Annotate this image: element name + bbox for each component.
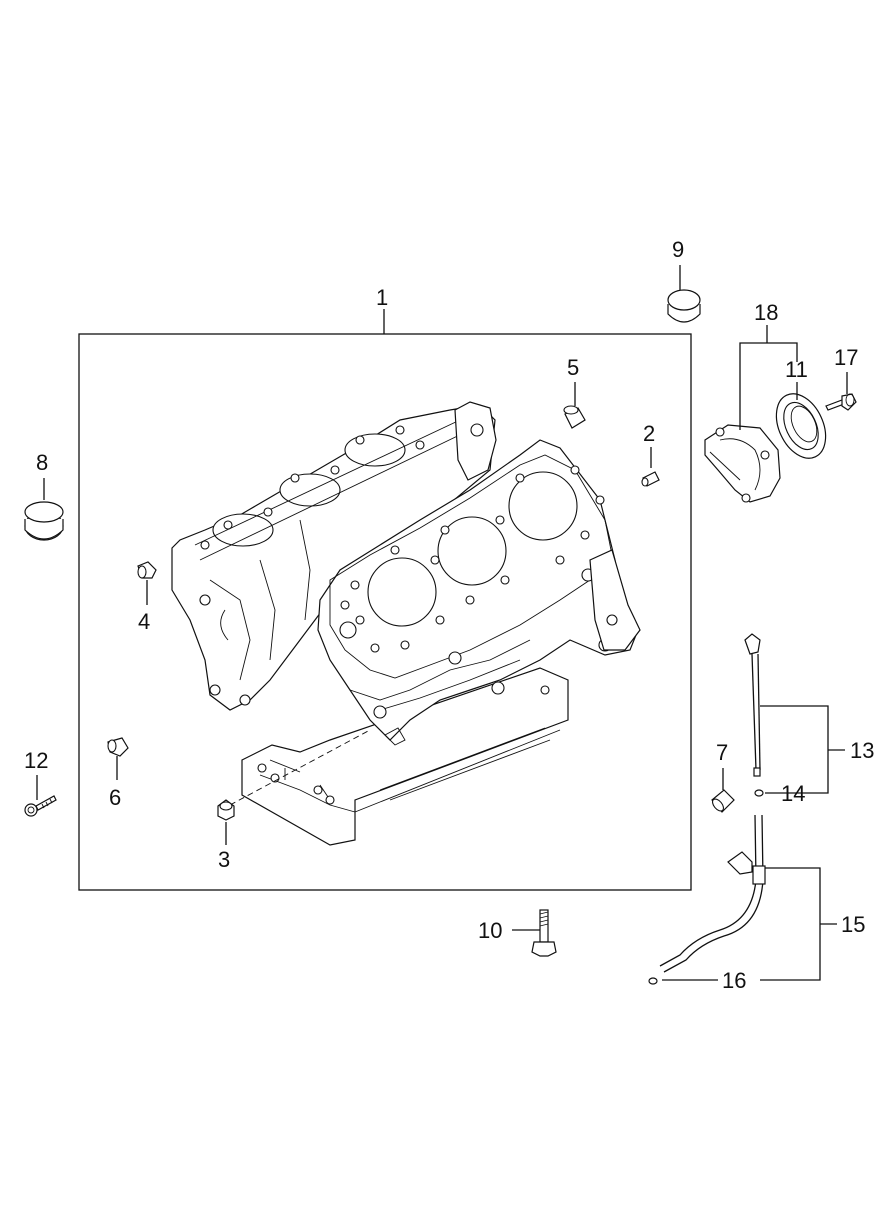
callout-1: 1	[376, 285, 388, 310]
callout-8: 8	[36, 450, 48, 475]
plug-cap-9[interactable]	[667, 289, 701, 323]
dowel-3[interactable]	[217, 799, 235, 821]
plug-6[interactable]	[107, 737, 129, 757]
bolt-10[interactable]	[531, 909, 557, 957]
callout-13: 13	[850, 738, 874, 763]
callout-18: 18	[754, 300, 778, 325]
callout-15: 15	[841, 912, 865, 937]
dowel-pin-2[interactable]	[641, 471, 660, 487]
plug-4[interactable]	[137, 561, 157, 579]
callout-9: 9	[672, 237, 684, 262]
callout-2: 2	[643, 421, 655, 446]
oil-seal-11[interactable]	[767, 386, 836, 466]
o-ring-16[interactable]	[648, 977, 658, 985]
callout-6: 6	[109, 785, 121, 810]
dipstick-13[interactable]	[744, 633, 761, 777]
bolt-12[interactable]	[24, 795, 57, 817]
callout-12: 12	[24, 748, 48, 773]
callout-14: 14	[781, 781, 805, 806]
engine-block-icon[interactable]	[171, 401, 641, 846]
engine-block-frame	[78, 333, 692, 891]
dipstick-guide-tube-15[interactable]	[659, 814, 766, 973]
callout-3: 3	[218, 847, 230, 872]
plug-cap-8[interactable]	[24, 501, 64, 541]
callout-4: 4	[138, 609, 150, 634]
seal-case-18[interactable]	[704, 424, 781, 503]
o-ring-14[interactable]	[754, 789, 764, 797]
callout-17: 17	[834, 345, 858, 370]
callout-7: 7	[716, 740, 728, 765]
callout-16: 16	[722, 968, 746, 993]
callout-11: 11	[785, 357, 808, 382]
sleeve-5[interactable]	[563, 405, 586, 429]
bolt-17[interactable]	[825, 393, 857, 411]
sleeve-7[interactable]	[710, 789, 735, 813]
callout-5: 5	[567, 355, 579, 380]
callout-10: 10	[478, 918, 502, 943]
